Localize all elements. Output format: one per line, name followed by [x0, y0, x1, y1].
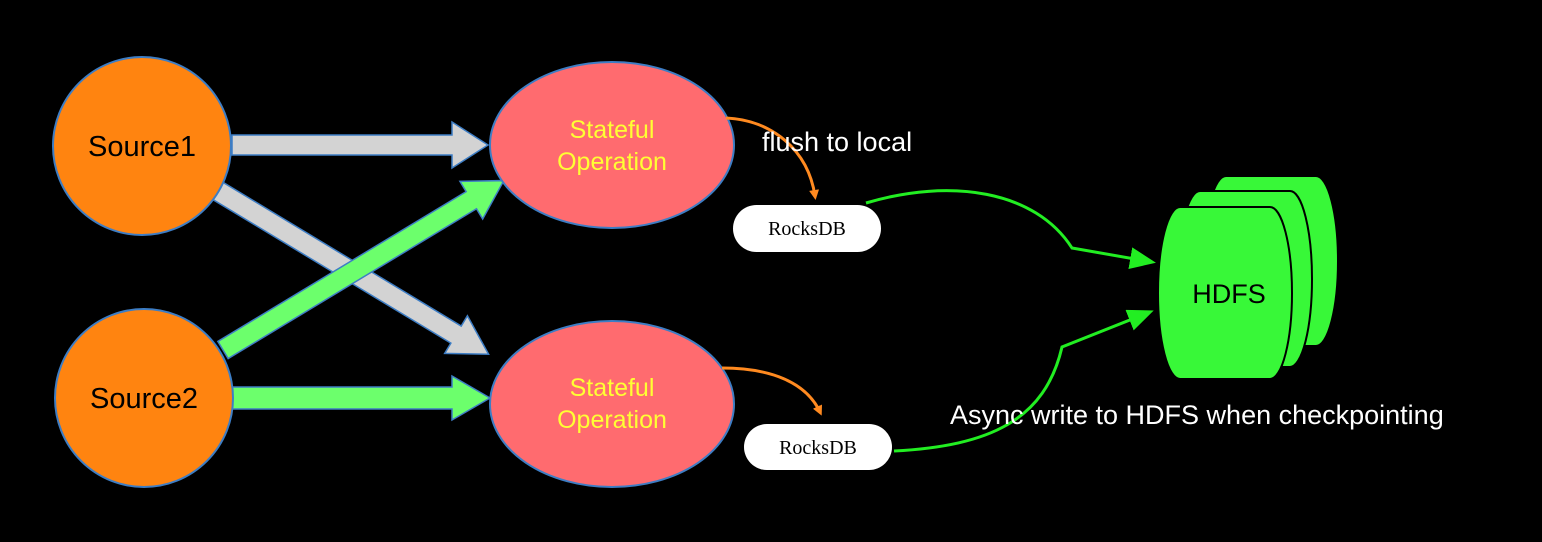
operation-1-line1: Stateful — [570, 116, 655, 144]
stateful-operation-1 — [489, 61, 735, 229]
arrow-source2-to-op2 — [231, 374, 492, 422]
source1-node — [52, 56, 232, 236]
flush-arrow-2 — [721, 366, 822, 416]
operation-1-line2: Operation — [557, 148, 667, 176]
async-annotation: Async write to HDFS when checkpointing — [950, 400, 1444, 430]
rocksdb-1-label: RocksDB — [768, 218, 846, 240]
rocksdb-store-2 — [744, 424, 892, 470]
operation-2-line2: Operation — [557, 406, 667, 434]
operation-2-line1: Stateful — [570, 374, 655, 402]
stateful-operation-2 — [489, 320, 735, 488]
flush-arrow-1 — [725, 116, 820, 200]
flush-annotation: flush to local — [762, 127, 912, 157]
hdfs-write-line-2 — [893, 309, 1154, 453]
hdfs-storage — [1157, 175, 1339, 380]
arrow-source2-to-op1 — [216, 179, 506, 360]
rocksdb-2-label: RocksDB — [779, 437, 857, 459]
arrow-source1-to-op1 — [231, 120, 490, 170]
source1-label: Source1 — [88, 131, 196, 163]
rocksdb-store-1 — [733, 205, 881, 252]
source2-node — [54, 308, 234, 488]
source2-label: Source2 — [90, 383, 198, 415]
hdfs-label: HDFS — [1192, 279, 1266, 309]
hdfs-write-line-1 — [865, 189, 1156, 270]
